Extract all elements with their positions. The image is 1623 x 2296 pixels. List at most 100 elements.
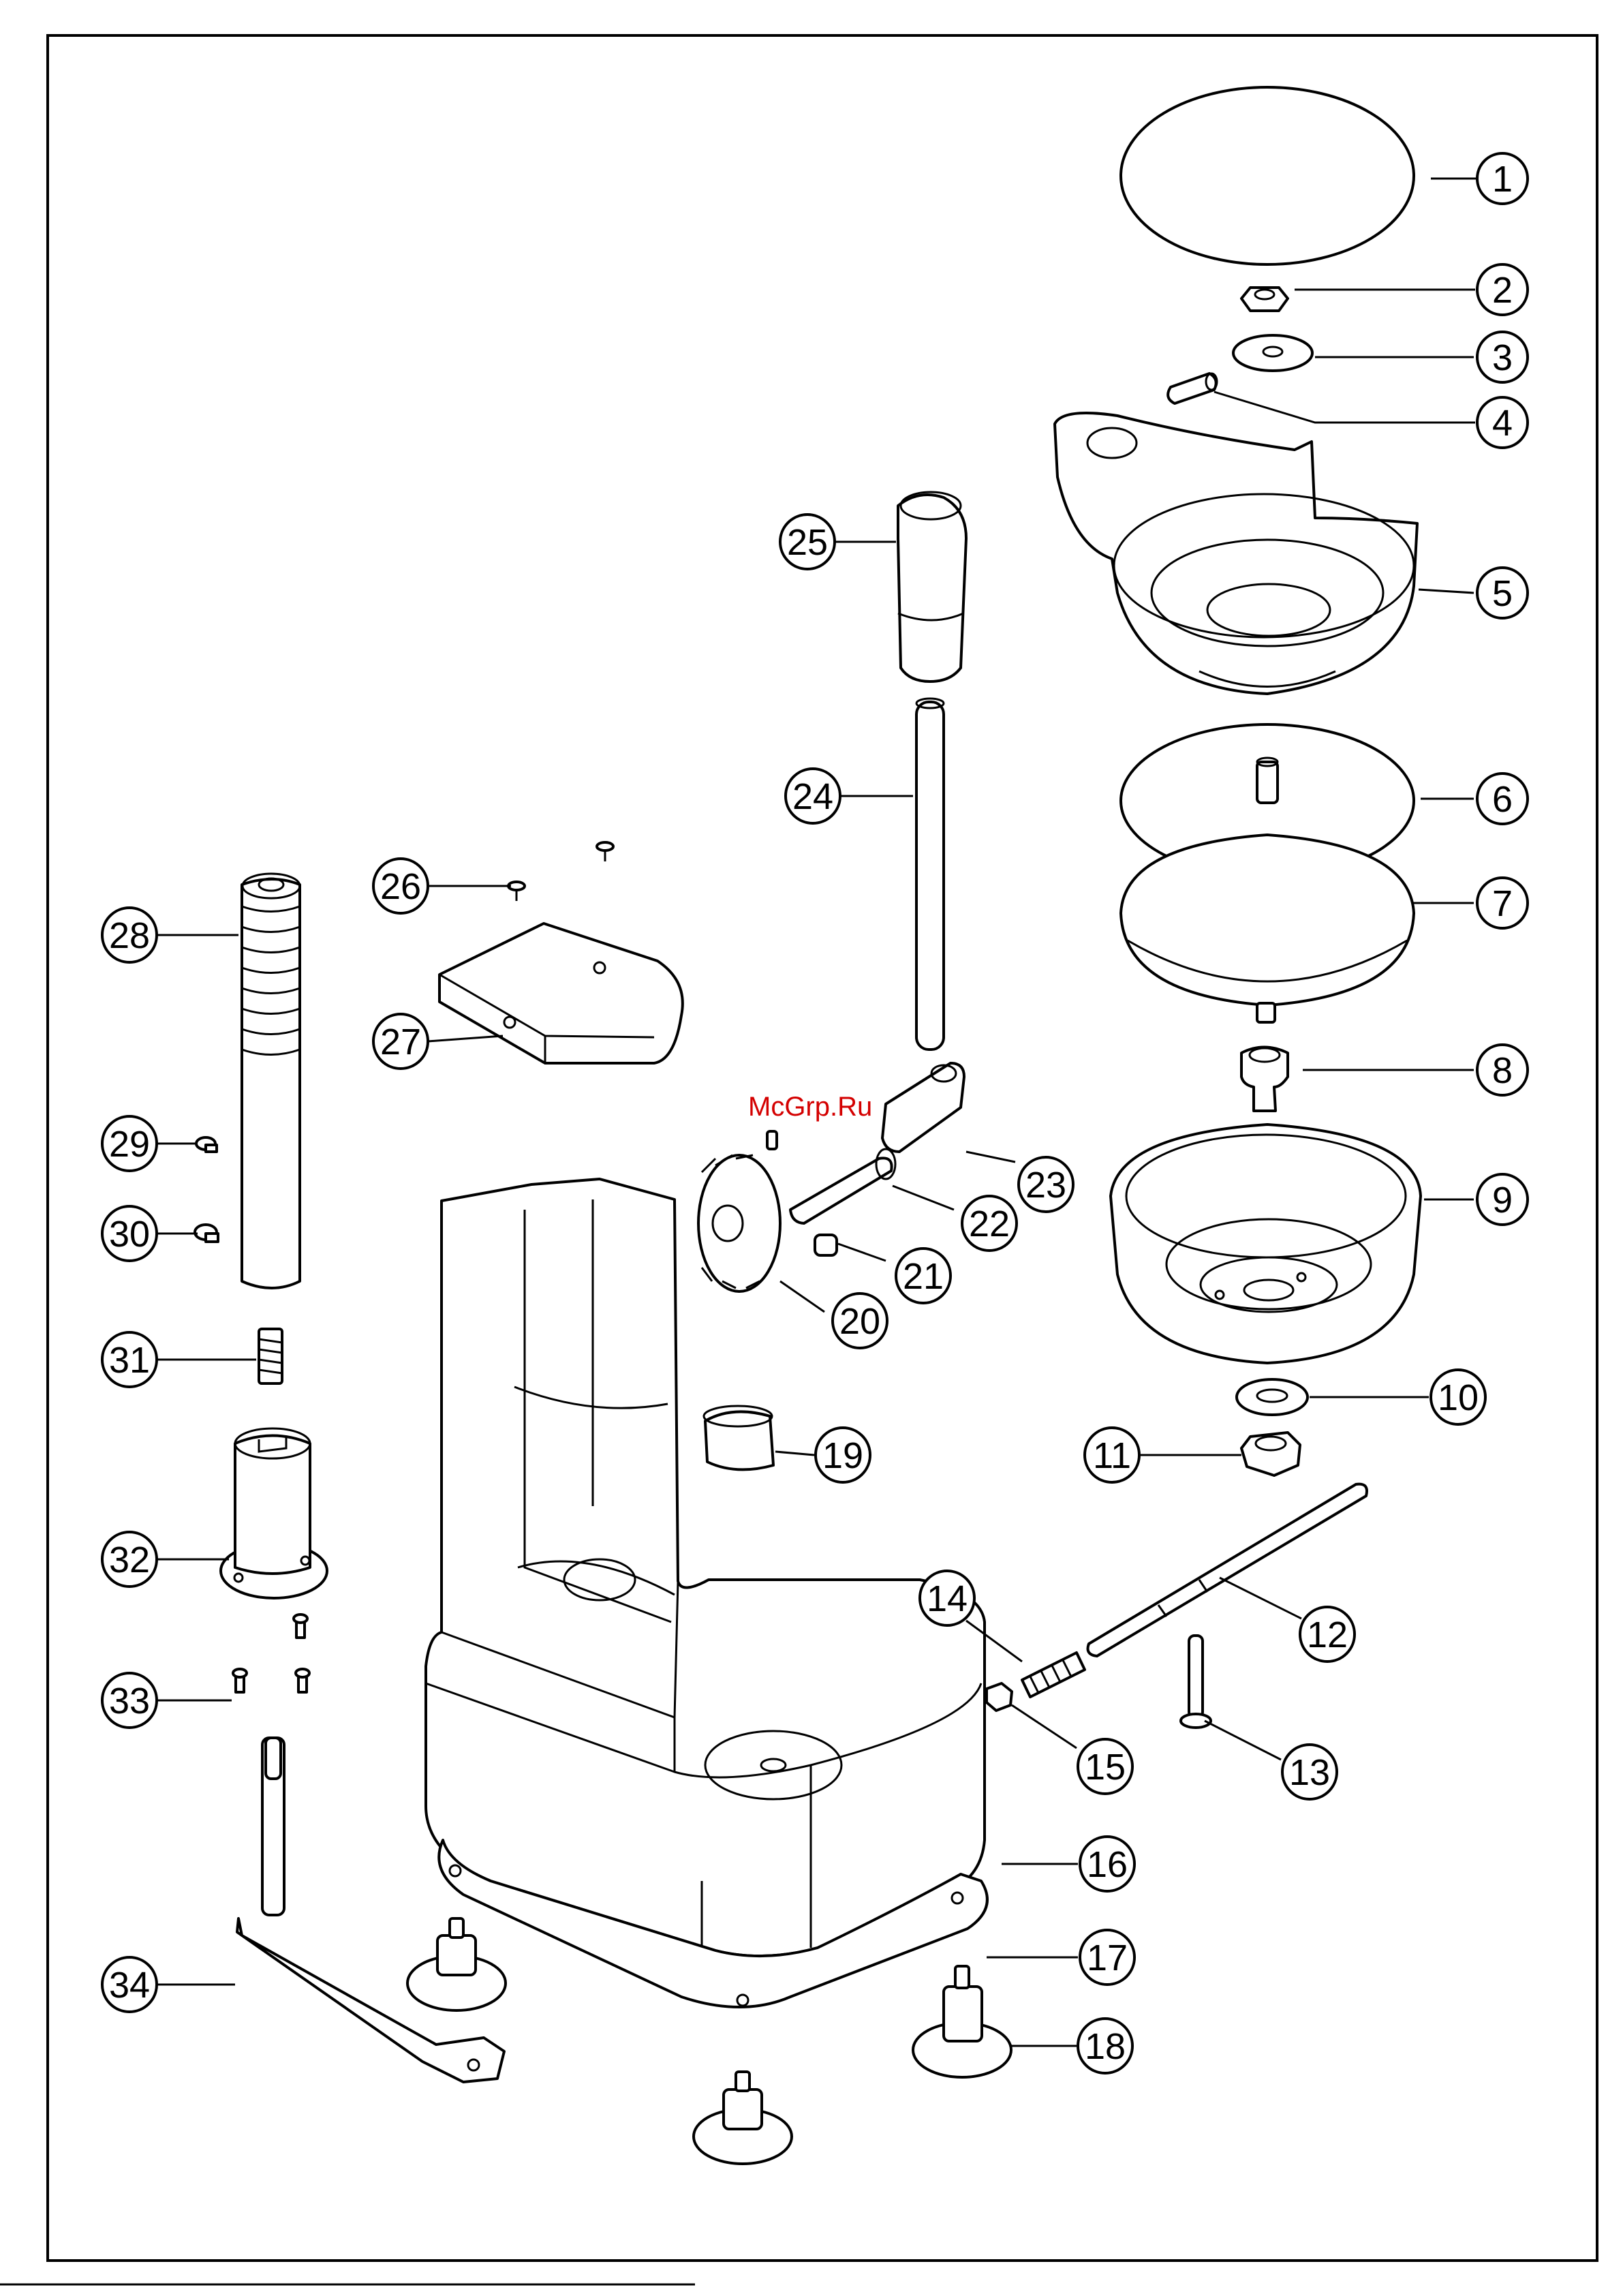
part-8-bushing (1241, 1047, 1288, 1112)
part-23-crank (882, 1063, 964, 1152)
part-18-foot (913, 1966, 1011, 2077)
svg-text:29: 29 (109, 1124, 150, 1165)
part-21-key (815, 1235, 837, 1255)
callout-2: 2 (1477, 264, 1528, 315)
part-18-foot-front (694, 2072, 792, 2164)
part-33-screw (233, 1614, 309, 1692)
svg-text:9: 9 (1492, 1180, 1513, 1221)
callout-34: 34 (102, 1957, 157, 2012)
callout-17: 17 (1080, 1930, 1134, 1985)
svg-text:21: 21 (903, 1256, 944, 1297)
part-16-housing-body (426, 1179, 985, 1956)
callout-13: 13 (1282, 1745, 1337, 1799)
svg-text:22: 22 (969, 1204, 1010, 1244)
part-4-pin (1168, 373, 1217, 403)
part-25-knob (898, 492, 966, 682)
part-28-threaded-column (242, 874, 300, 1288)
callout-10: 10 (1431, 1370, 1485, 1424)
svg-text:16: 16 (1087, 1844, 1128, 1885)
part-15-nut (987, 1683, 1012, 1711)
callout-8: 8 (1477, 1045, 1528, 1095)
part-32-flanged-sleeve (221, 1428, 327, 1598)
part-18-foot-left (407, 1918, 506, 2010)
svg-text:24: 24 (792, 776, 833, 817)
svg-text:31: 31 (109, 1340, 150, 1381)
callout-23: 23 (1019, 1157, 1073, 1212)
callout-30: 30 (102, 1206, 157, 1261)
callout-1: 1 (1477, 153, 1528, 204)
callout-25: 25 (780, 515, 835, 569)
part-9-base-pan (1111, 1124, 1421, 1363)
part-20-gear (698, 1155, 780, 1291)
svg-text:3: 3 (1492, 337, 1513, 378)
svg-text:8: 8 (1492, 1050, 1513, 1091)
svg-text:11: 11 (1093, 1435, 1131, 1476)
part-11-nut (1241, 1433, 1300, 1475)
svg-text:12: 12 (1307, 1614, 1348, 1655)
watermark: McGrp.Ru (748, 1092, 872, 1122)
part-13-bolt (1181, 1636, 1211, 1728)
callout-11: 11 (1085, 1428, 1139, 1482)
svg-text:26: 26 (380, 866, 421, 907)
svg-text:33: 33 (109, 1681, 150, 1721)
svg-text:15: 15 (1085, 1747, 1126, 1788)
callout-6: 6 (1477, 774, 1528, 824)
part-1-lid (1121, 87, 1414, 264)
svg-text:10: 10 (1438, 1377, 1479, 1418)
callout-19: 19 (816, 1428, 870, 1482)
callout-29: 29 (102, 1116, 157, 1171)
callout-18: 18 (1078, 2019, 1132, 2073)
part-24-rod (916, 699, 944, 1050)
callout-4: 4 (1477, 397, 1528, 448)
svg-text:7: 7 (1492, 883, 1513, 924)
part-31-spring (259, 1329, 282, 1383)
part-26-screw (508, 842, 613, 901)
part-30-screw (195, 1225, 218, 1242)
svg-text:14: 14 (927, 1578, 968, 1619)
callout-22: 22 (962, 1196, 1017, 1251)
svg-text:4: 4 (1492, 403, 1513, 444)
callout-26: 26 (373, 859, 428, 913)
callout-3: 3 (1477, 332, 1528, 382)
svg-text:28: 28 (109, 915, 150, 956)
svg-text:34: 34 (109, 1965, 150, 2006)
callout-31: 31 (102, 1332, 157, 1387)
svg-text:18: 18 (1085, 2026, 1126, 2067)
callout-28: 28 (102, 908, 157, 962)
svg-text:32: 32 (109, 1540, 150, 1580)
callout-12: 12 (1300, 1607, 1355, 1662)
callout-20: 20 (833, 1294, 887, 1348)
part-14-spring (1022, 1653, 1085, 1697)
callout-15: 15 (1078, 1739, 1132, 1794)
callout-5: 5 (1477, 568, 1528, 618)
callout-16: 16 (1080, 1837, 1134, 1891)
svg-text:1: 1 (1492, 159, 1513, 200)
svg-text:19: 19 (822, 1435, 863, 1476)
part-3-washer (1233, 335, 1312, 371)
callout-32: 32 (102, 1532, 157, 1587)
callout-24: 24 (786, 769, 840, 823)
svg-text:30: 30 (109, 1214, 150, 1255)
svg-text:17: 17 (1087, 1938, 1128, 1978)
part-22-drive-shaft (767, 1131, 895, 1223)
part-5-bowl-housing (1055, 413, 1417, 694)
svg-text:13: 13 (1289, 1752, 1330, 1793)
callout-33: 33 (102, 1673, 157, 1728)
callout-7: 7 (1477, 878, 1528, 928)
part-29-screw (196, 1137, 217, 1152)
part-2-nut (1241, 288, 1288, 311)
svg-text:20: 20 (839, 1301, 880, 1342)
svg-text:27: 27 (380, 1022, 421, 1062)
callout-27: 27 (373, 1014, 428, 1069)
part-27-cover-plate (439, 923, 683, 1063)
svg-text:6: 6 (1492, 779, 1513, 820)
part-10-washer (1237, 1379, 1308, 1415)
part-7-lower-disc (1121, 835, 1414, 1022)
callout-21: 21 (896, 1249, 950, 1303)
callout-9: 9 (1477, 1174, 1528, 1225)
svg-text:25: 25 (787, 522, 828, 563)
svg-text:5: 5 (1492, 573, 1513, 614)
part-19-ring (704, 1406, 773, 1469)
svg-text:2: 2 (1492, 270, 1513, 311)
